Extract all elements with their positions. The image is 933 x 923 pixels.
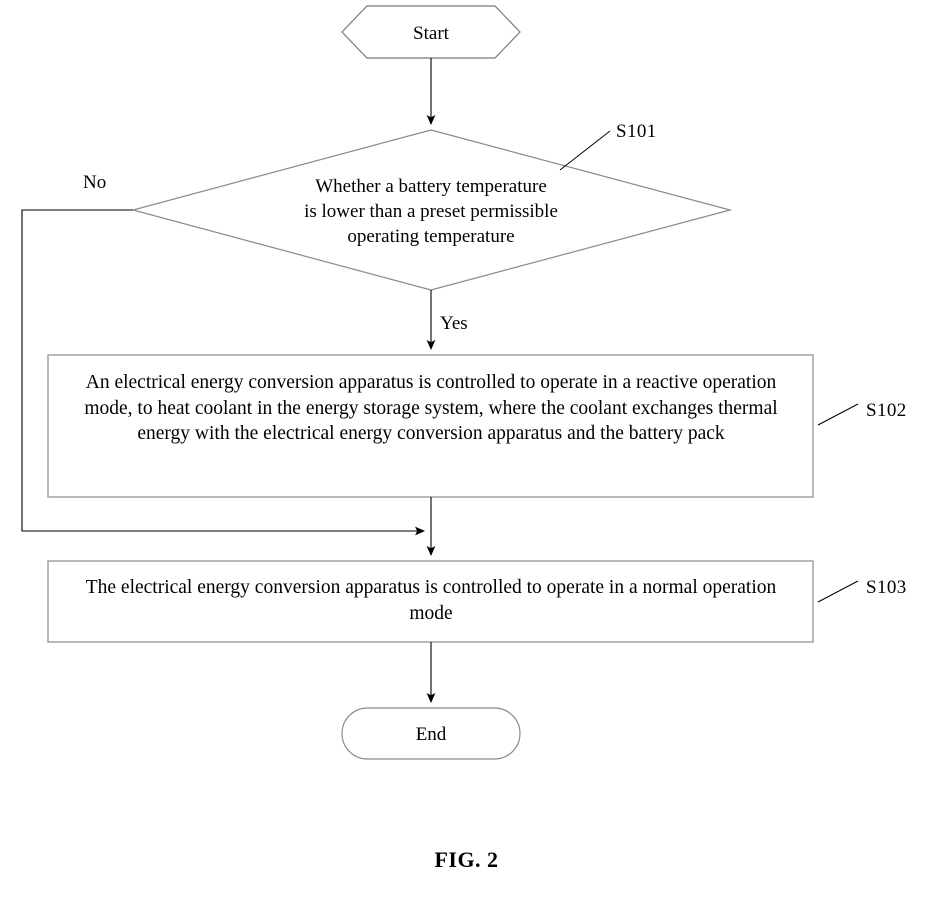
start-node-shape <box>341 5 521 59</box>
step-label-s102: S102 <box>866 400 907 421</box>
edge-label-yes: Yes <box>440 313 468 334</box>
process-s103-shape <box>47 560 814 643</box>
process-s102-shape <box>47 354 814 498</box>
leader-line-s101 <box>559 130 611 171</box>
step-label-s103: S103 <box>866 577 907 598</box>
figure-caption: FIG. 2 <box>434 847 499 872</box>
leader-line-s102 <box>817 403 859 426</box>
end-node-shape <box>341 707 521 760</box>
leader-line-s103 <box>817 580 859 603</box>
edge-decision-no-bypass <box>21 209 425 536</box>
step-label-s101: S101 <box>616 121 657 142</box>
decision-node-shape <box>130 129 733 291</box>
edge-label-no: No <box>83 172 107 193</box>
